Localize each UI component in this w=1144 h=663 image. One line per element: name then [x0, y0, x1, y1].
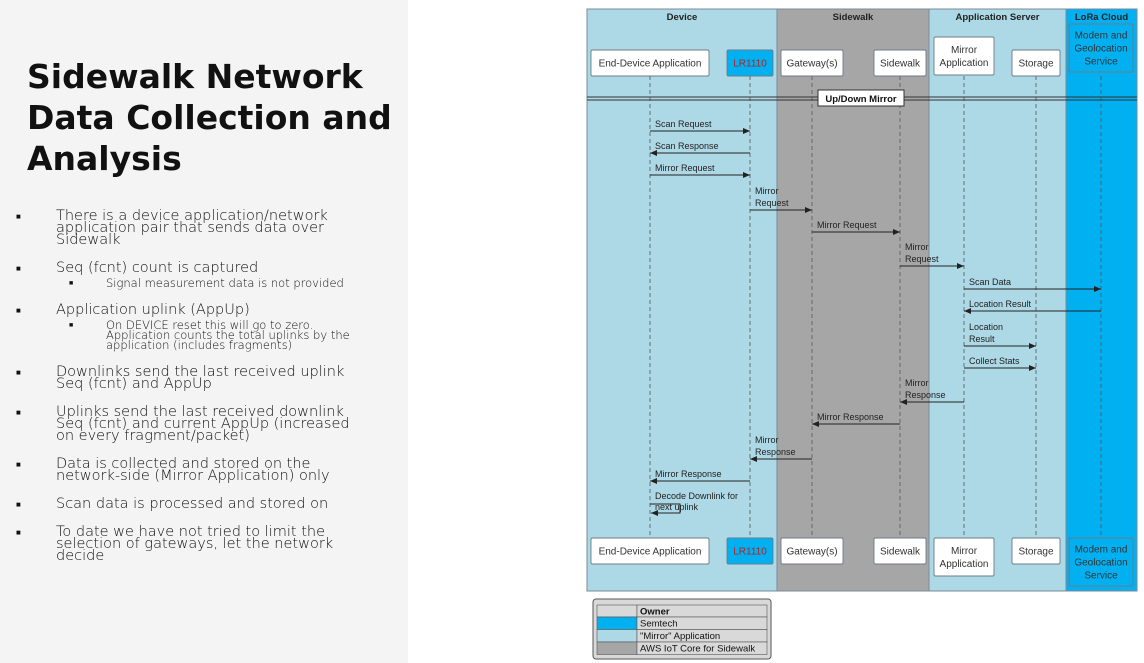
participant-label-gw: Gateway(s): [786, 547, 837, 558]
participant-box-gw: [780, 49, 844, 77]
bullet-text: Scan data is processed and stored on: [56, 496, 329, 512]
bullet-text: To date we have not tried to limit the s…: [56, 524, 334, 564]
participant-box-gw: [780, 537, 844, 565]
participant-box-sw: [873, 537, 927, 565]
legend-header-swatch: [596, 604, 638, 618]
legend-swatch: [596, 629, 638, 643]
message-label: Mirror Response: [655, 469, 722, 479]
bullet-text: Data is collected and stored on the netw…: [56, 456, 330, 484]
participant-label-lr: LR1110: [733, 59, 767, 70]
bullet-item: Uplinks send the last received downlink …: [16, 404, 366, 444]
bullet-text: Downlinks send the last received uplink …: [56, 364, 345, 392]
participant-label-sw: Sidewalk: [880, 59, 921, 70]
bullet-list: There is a device application/network ap…: [16, 208, 366, 578]
slide-title: Sidewalk Network Data Collection and Ana…: [27, 57, 392, 178]
participant-box-lr: [726, 537, 774, 565]
bullet-item: Application uplink (AppUp)On DEVICE rese…: [16, 302, 366, 351]
participant-box-eda: [590, 49, 710, 77]
participant-box-ma: [933, 537, 995, 577]
legend-header: Owner: [640, 607, 670, 618]
sub-bullet-item: Signal measurement data is not provided: [56, 277, 366, 289]
message-label: Mirror Request: [655, 163, 715, 173]
participant-label-eda: End-Device Application: [599, 59, 702, 70]
participant-box-sw: [873, 49, 927, 77]
participant-box-st: [1011, 49, 1061, 77]
group-label-device: Device: [667, 12, 698, 23]
bullet-item: Downlinks send the last received uplink …: [16, 364, 366, 392]
legend-label: Semtech: [640, 619, 678, 630]
bullet-text: There is a device application/network ap…: [56, 208, 328, 248]
message-label: Mirror Request: [817, 220, 877, 230]
legend-label: AWS IoT Core for Sidewalk: [640, 644, 755, 655]
bullet-item: To date we have not tried to limit the s…: [16, 524, 366, 564]
message-label: Collect Stats: [969, 356, 1020, 366]
bullet-item: Data is collected and stored on the netw…: [16, 456, 366, 484]
participant-label-st: Storage: [1018, 59, 1053, 70]
legend-label: "Mirror" Application: [640, 631, 720, 642]
message-arrow-self: [650, 503, 681, 516]
message-label: Scan Data: [969, 277, 1011, 287]
participant-label-eda: End-Device Application: [599, 547, 702, 558]
legend-cell: [636, 641, 768, 655]
group-label-lora: LoRa Cloud: [1075, 12, 1128, 23]
legend-swatch: [596, 616, 638, 630]
participant-box-st: [1011, 537, 1061, 565]
divider-label: Up/Down Mirror: [825, 94, 897, 105]
participant-box-lr: [726, 49, 774, 77]
message-label: Scan Request: [655, 119, 712, 129]
group-label-sidewalk: Sidewalk: [833, 12, 874, 23]
participant-box-eda: [590, 537, 710, 565]
participant-box-ma: [933, 36, 995, 76]
participant-box-mg: [1068, 537, 1134, 587]
bullet-text: Seq (fcnt) count is captured: [56, 260, 259, 276]
group-appserver: [928, 8, 1067, 592]
bullet-item: There is a device application/network ap…: [16, 208, 366, 248]
participant-label-gw: Gateway(s): [786, 59, 837, 70]
bullet-text: Uplinks send the last received downlink …: [56, 404, 350, 444]
bullet-item: Scan data is processed and stored on: [16, 496, 366, 512]
divider-label-box: [817, 89, 905, 107]
sub-bullet-item: On DEVICE reset this will go to zero. Ap…: [56, 319, 366, 351]
message-label: Scan Response: [655, 141, 719, 151]
message-label: Mirror Response: [817, 412, 884, 422]
slide-text-panel: Sidewalk Network Data Collection and Ana…: [0, 0, 408, 663]
group-lora: [1065, 8, 1138, 592]
bullet-text: Application uplink (AppUp): [56, 302, 250, 318]
participant-label-lr: LR1110: [733, 547, 767, 558]
participant-label-st: Storage: [1018, 547, 1053, 558]
bullet-item: Seq (fcnt) count is capturedSignal measu…: [16, 260, 366, 289]
group-label-appserver: Application Server: [956, 12, 1040, 23]
message-label: Location Result: [969, 299, 1032, 309]
participant-label-sw: Sidewalk: [880, 547, 921, 558]
participant-box-mg: [1068, 23, 1134, 73]
legend-swatch: [596, 641, 638, 655]
